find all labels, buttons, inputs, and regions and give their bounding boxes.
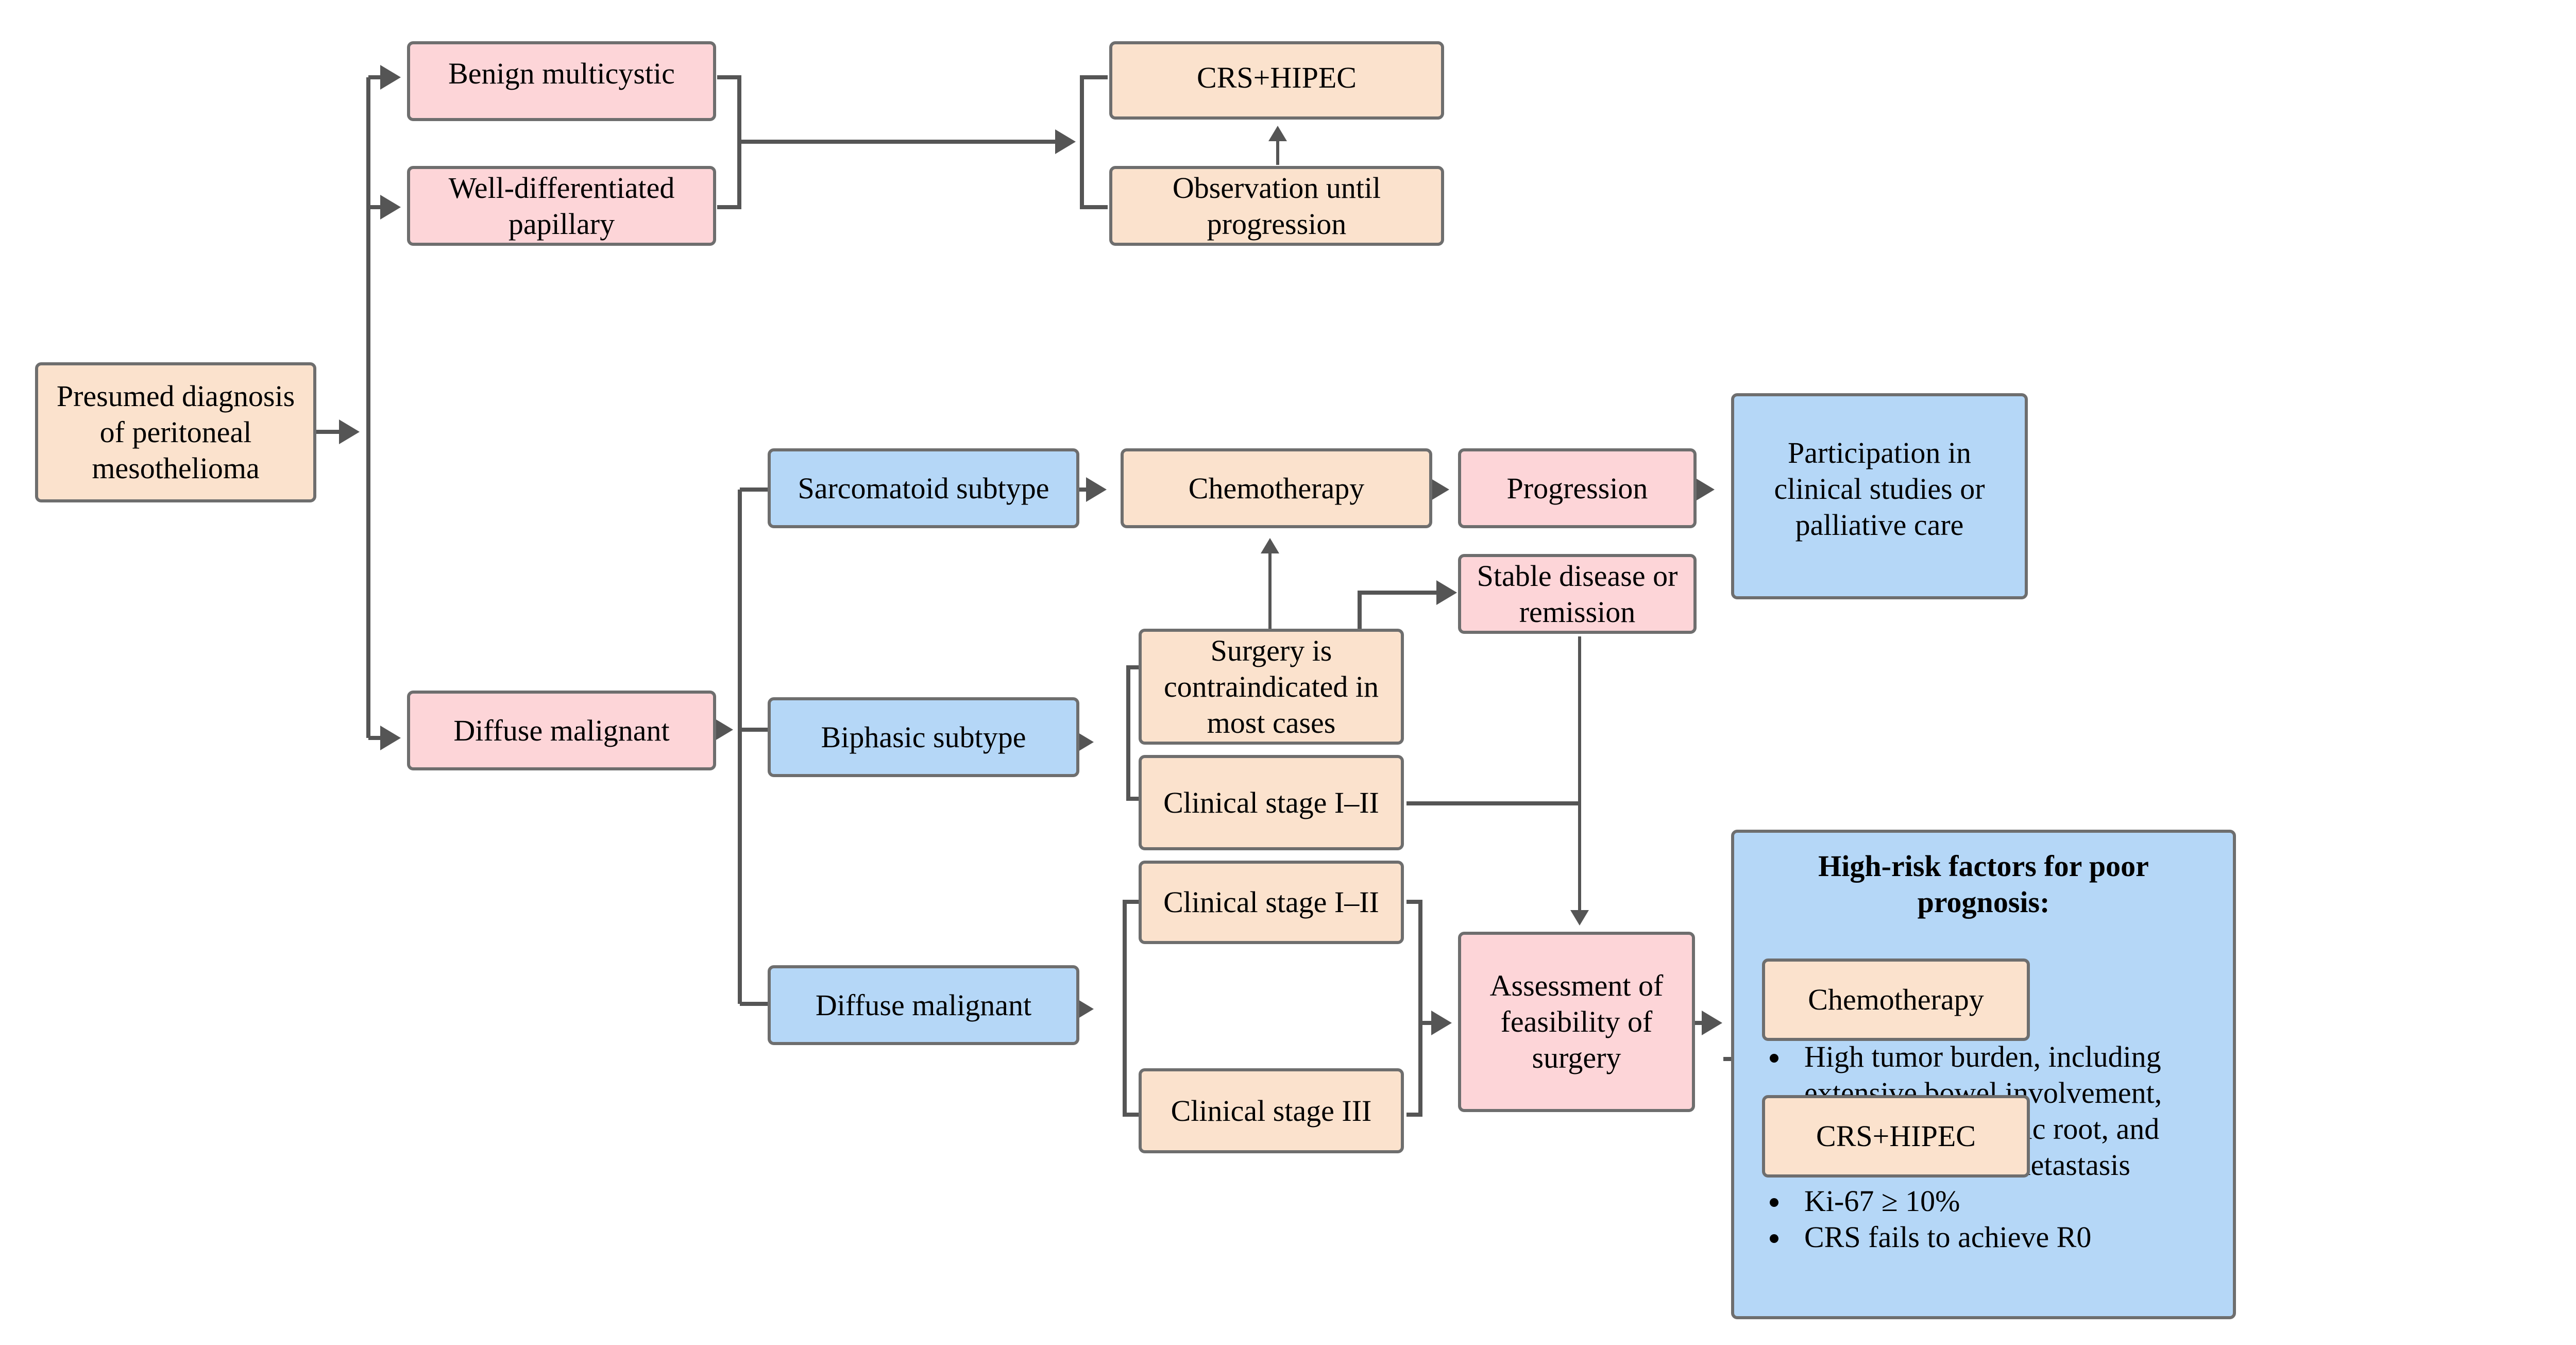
node-diffuse-malignant: Diffuse malignant <box>407 691 716 770</box>
node-stable-disease: Stable disease or remission <box>1458 554 1697 634</box>
node-assessment-feasibility: Assessment of feasibility of surgery <box>1458 932 1695 1112</box>
node-label: Presumed diagnosis of peritoneal mesothe… <box>56 379 295 485</box>
node-label: Progression <box>1506 471 1648 505</box>
node-observation: Observation until progression <box>1109 166 1444 246</box>
node-biphasic-subtype: Biphasic subtype <box>768 697 1079 777</box>
node-benign-multicystic: Benign multicystic <box>407 41 716 121</box>
node-label: Clinical stage I–II <box>1163 785 1379 819</box>
node-label: Observation until progression <box>1172 171 1381 241</box>
node-label: Diffuse malignant <box>815 988 1032 1022</box>
node-label: CRS+HIPEC <box>1197 61 1357 94</box>
connector-benign-merge <box>717 75 741 209</box>
node-label: Surgery is contraindicated in most cases <box>1163 633 1379 739</box>
node-crs-hipec-top: CRS+HIPEC <box>1109 41 1444 120</box>
node-label: Diffuse malignant <box>453 713 670 747</box>
node-clinical-stage-1-2-diffuse: Clinical stage I–II <box>1139 861 1404 944</box>
node-label: CRS+HIPEC <box>1816 1119 1976 1153</box>
node-label: Sarcomatoid subtype <box>798 471 1049 505</box>
connector-stage-bracket-left <box>1123 900 1139 1117</box>
node-chemotherapy-mid: Chemotherapy <box>1121 448 1432 528</box>
connector-surg-to-stable <box>1358 580 1457 631</box>
node-label: Chemotherapy <box>1808 983 1984 1016</box>
risk-factor-item: CRS fails to achieve R0 <box>1791 1219 2212 1255</box>
node-label: Assessment of feasibility of surgery <box>1489 969 1664 1074</box>
node-label: Benign multicystic <box>448 57 675 90</box>
node-label: Biphasic subtype <box>821 720 1026 754</box>
node-label: Stable disease or remission <box>1477 559 1678 629</box>
node-high-risk-factors: High-risk factors for poor prognosis: > … <box>1731 830 2236 1319</box>
node-label: Clinical stage III <box>1171 1094 1372 1128</box>
node-clinical-stage-3: Clinical stage III <box>1139 1068 1404 1153</box>
node-presumed-diagnosis: Presumed diagnosis of peritoneal mesothe… <box>35 362 316 502</box>
risk-factor-item: Ki-67 ≥ 10% <box>1791 1183 2212 1219</box>
node-progression: Progression <box>1458 448 1697 528</box>
node-participation: Participation in clinical studies or pal… <box>1731 393 2028 599</box>
node-label: Well-differentiated papillary <box>448 171 675 241</box>
node-well-differentiated: Well-differentiated papillary <box>407 166 716 246</box>
risk-factors-title: High-risk factors for poor prognosis: <box>1818 849 2149 919</box>
node-label: Clinical stage I–II <box>1163 885 1379 919</box>
node-clinical-stage-1-2-biphasic: Clinical stage I–II <box>1139 755 1404 850</box>
connector-stage-bracket-right <box>1406 900 1422 1117</box>
node-label: Participation in clinical studies or pal… <box>1774 436 1985 542</box>
node-chemotherapy-right: Chemotherapy <box>1762 959 2030 1041</box>
node-crs-hipec-right: CRS+HIPEC <box>1762 1095 2030 1178</box>
connector-bracket-top <box>1080 75 1108 209</box>
node-diffuse-malignant-subtype: Diffuse malignant <box>768 965 1079 1045</box>
node-surgery-contraindicated: Surgery is contraindicated in most cases <box>1139 629 1404 745</box>
connector-biphasic-bracket <box>1126 665 1139 801</box>
node-sarcomatoid-subtype: Sarcomatoid subtype <box>768 448 1079 528</box>
node-label: Chemotherapy <box>1188 471 1365 505</box>
